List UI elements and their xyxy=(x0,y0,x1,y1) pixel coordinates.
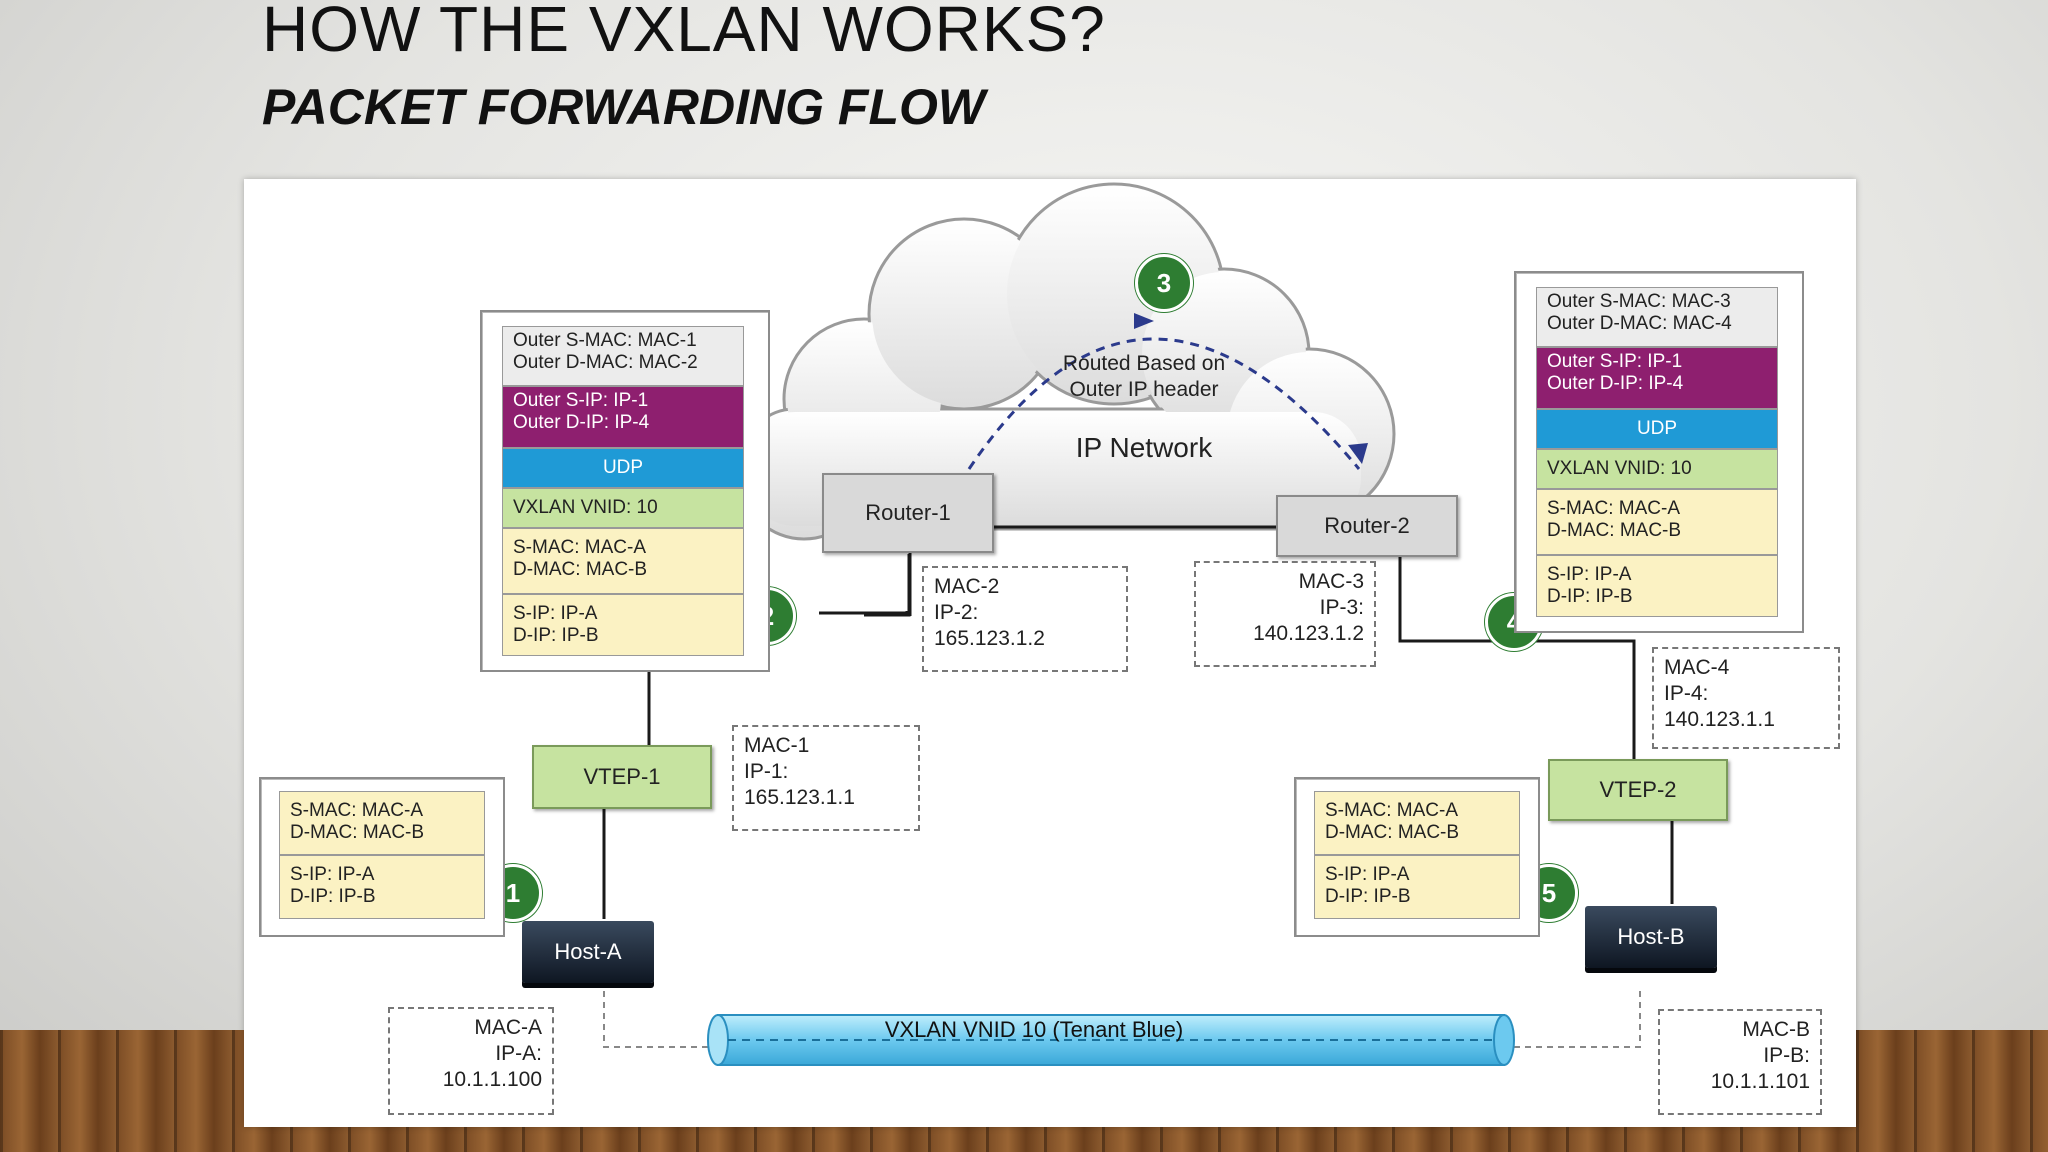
router-2-ip: 140.123.1.2 xyxy=(1253,622,1364,645)
inner-mac-row: S-MAC: MAC-A D-MAC: MAC-B xyxy=(502,528,744,594)
inner-sip: S-IP: IP-A xyxy=(513,603,598,624)
host-a-mac-row: S-MAC: MAC-A D-MAC: MAC-B xyxy=(279,791,485,855)
vtep-1: VTEP-1 xyxy=(532,745,712,809)
host-b-dmac: D-MAC: MAC-B xyxy=(1325,822,1460,843)
inner-sip: S-IP: IP-A xyxy=(1547,564,1632,585)
vtep-2-mac: MAC-4 xyxy=(1664,656,1730,679)
cloud-caption-line2: Outer IP header xyxy=(1069,378,1219,401)
host-b-address-box: MAC-B IP-B: 10.1.1.101 xyxy=(1658,1009,1822,1115)
host-a-dmac: D-MAC: MAC-B xyxy=(290,822,425,843)
inner-ip-row: S-IP: IP-A D-IP: IP-B xyxy=(502,594,744,656)
outer-dmac: Outer D-MAC: MAC-2 xyxy=(513,352,698,373)
host-b: Host-B xyxy=(1585,906,1717,968)
host-b-ip-label: IP-B: xyxy=(1763,1044,1810,1067)
host-a-ip-label: IP-A: xyxy=(495,1042,542,1065)
host-b-smac: S-MAC: MAC-A xyxy=(1325,800,1458,821)
vtep-2: VTEP-2 xyxy=(1548,759,1728,821)
packet-left-encapsulated: Outer S-MAC: MAC-1 Outer D-MAC: MAC-2 Ou… xyxy=(480,310,770,672)
host-b-dip: D-IP: IP-B xyxy=(1325,886,1411,907)
vtep-2-ip-label: IP-4: xyxy=(1664,682,1709,705)
host-a: Host-A xyxy=(522,921,654,983)
outer-mac-row: Outer S-MAC: MAC-3 Outer D-MAC: MAC-4 xyxy=(1536,287,1778,347)
vxlan-tunnel-label: VXLAN VNID 10 (Tenant Blue) xyxy=(884,1017,1184,1042)
tunnel-dashed-links xyxy=(603,991,1641,1048)
router-1-address-box: MAC-2 IP-2: 165.123.1.2 xyxy=(922,566,1128,672)
host-a-dip: D-IP: IP-B xyxy=(290,886,376,907)
udp-row: UDP xyxy=(1536,409,1778,449)
ip-network-label: IP Network xyxy=(1075,432,1213,463)
inner-dmac: D-MAC: MAC-B xyxy=(1547,520,1682,541)
host-b-ip-row: S-IP: IP-A D-IP: IP-B xyxy=(1314,855,1520,919)
slide-title: HOW THE VXLAN WORKS? xyxy=(262,0,1106,65)
vxlan-diagram: Routed Based on Outer IP header IP Netwo… xyxy=(244,179,1856,1127)
host-a-smac: S-MAC: MAC-A xyxy=(290,800,423,821)
host-b-sip: S-IP: IP-A xyxy=(1325,864,1410,885)
outer-dmac: Outer D-MAC: MAC-4 xyxy=(1547,313,1732,334)
vtep-1-ip: 165.123.1.1 xyxy=(744,786,855,809)
inner-smac: S-MAC: MAC-A xyxy=(513,537,646,558)
inner-dip: D-IP: IP-B xyxy=(1547,586,1633,607)
vtep-1-mac: MAC-1 xyxy=(744,734,810,757)
outer-ip-row: Outer S-IP: IP-1 Outer D-IP: IP-4 xyxy=(502,386,744,448)
vtep-1-address-box: MAC-1 IP-1: 165.123.1.1 xyxy=(732,725,920,831)
host-a-ip-row: S-IP: IP-A D-IP: IP-B xyxy=(279,855,485,919)
outer-sip: Outer S-IP: IP-1 xyxy=(513,390,649,411)
cloud-caption-line1: Routed Based on xyxy=(1062,352,1226,375)
host-a-ip: 10.1.1.100 xyxy=(442,1068,542,1091)
vtep-1-ip-label: IP-1: xyxy=(744,760,789,783)
outer-smac: Outer S-MAC: MAC-3 xyxy=(1547,291,1731,312)
outer-dip: Outer D-IP: IP-4 xyxy=(1547,373,1684,394)
outer-dip: Outer D-IP: IP-4 xyxy=(513,412,650,433)
host-a-mac: MAC-A xyxy=(474,1016,542,1039)
host-b-mac: MAC-B xyxy=(1742,1018,1810,1041)
step-3-badge: 3 xyxy=(1135,254,1193,312)
host-a-address-box: MAC-A IP-A: 10.1.1.100 xyxy=(388,1007,554,1115)
host-b-mac-row: S-MAC: MAC-A D-MAC: MAC-B xyxy=(1314,791,1520,855)
inner-dip: D-IP: IP-B xyxy=(513,625,599,646)
router-2-address-box: MAC-3 IP-3: 140.123.1.2 xyxy=(1194,561,1376,667)
inner-smac: S-MAC: MAC-A xyxy=(1547,498,1680,519)
router-1-ip-label: IP-2: xyxy=(934,601,979,624)
router-2-mac: MAC-3 xyxy=(1298,570,1364,593)
router-1: Router-1 xyxy=(822,473,994,553)
vnid-row: VXLAN VNID: 10 xyxy=(502,488,744,528)
outer-ip-row: Outer S-IP: IP-1 Outer D-IP: IP-4 xyxy=(1536,347,1778,409)
routing-arc-arrow-end xyxy=(1348,443,1368,464)
slide-subtitle: PACKET FORWARDING FLOW xyxy=(262,79,986,135)
router-1-mac: MAC-2 xyxy=(934,575,1000,598)
packet-right-encapsulated: Outer S-MAC: MAC-3 Outer D-MAC: MAC-4 Ou… xyxy=(1514,271,1804,633)
packet-host-b: S-MAC: MAC-A D-MAC: MAC-B S-IP: IP-A D-I… xyxy=(1294,777,1540,937)
udp-row: UDP xyxy=(502,448,744,488)
routing-arc xyxy=(967,337,1361,470)
outer-sip: Outer S-IP: IP-1 xyxy=(1547,351,1683,372)
inner-dmac: D-MAC: MAC-B xyxy=(513,559,648,580)
router-2-ip-label: IP-3: xyxy=(1319,596,1364,619)
packet-host-a: S-MAC: MAC-A D-MAC: MAC-B S-IP: IP-A D-I… xyxy=(259,777,505,937)
router-2: Router-2 xyxy=(1276,495,1458,557)
vxlan-tunnel xyxy=(707,1014,1515,1066)
router-1-ip: 165.123.1.2 xyxy=(934,627,1045,650)
host-b-ip: 10.1.1.101 xyxy=(1710,1070,1810,1093)
vnid-row: VXLAN VNID: 10 xyxy=(1536,449,1778,489)
host-a-sip: S-IP: IP-A xyxy=(290,864,375,885)
inner-mac-row: S-MAC: MAC-A D-MAC: MAC-B xyxy=(1536,489,1778,555)
outer-smac: Outer S-MAC: MAC-1 xyxy=(513,330,697,351)
vtep-2-ip: 140.123.1.1 xyxy=(1664,708,1775,731)
cloud-caption: Routed Based on Outer IP header xyxy=(1014,351,1274,403)
outer-mac-row: Outer S-MAC: MAC-1 Outer D-MAC: MAC-2 xyxy=(502,326,744,386)
routing-arc-arrow-top xyxy=(1134,313,1154,329)
inner-ip-row: S-IP: IP-A D-IP: IP-B xyxy=(1536,555,1778,617)
vtep-2-address-box: MAC-4 IP-4: 140.123.1.1 xyxy=(1652,647,1840,749)
